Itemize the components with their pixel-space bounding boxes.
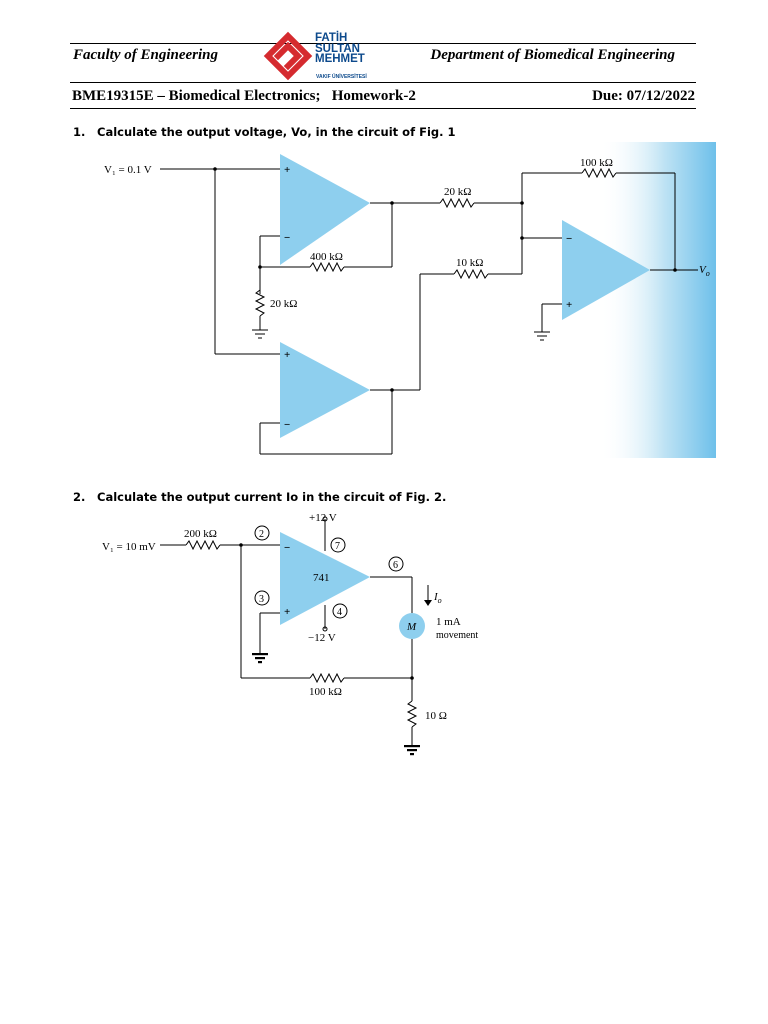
- header-middle-rule: [70, 82, 696, 83]
- op-amp-1-plus: +: [284, 164, 290, 176]
- university-logo: FATİH SULTAN MEHMET VAKIF ÜNİVERSİTESİ: [258, 30, 378, 82]
- op-amp-2-plus: +: [284, 349, 290, 361]
- logo-line-2: SULTAN: [315, 42, 360, 55]
- fig1-output-label: Vo: [699, 264, 710, 278]
- meter-movement: [399, 613, 425, 639]
- op-amp-3-minus: −: [566, 233, 572, 245]
- op-amp-3: [562, 220, 650, 320]
- fig1-r20-ground-label: 20 kΩ: [270, 298, 297, 310]
- meter-description: movement: [436, 630, 478, 641]
- fig2-input-voltage: V₁ = 10 mV: [102, 541, 156, 553]
- figure-2-circuit: − + 741 V₁ = 10 mV 200 kΩ +12 V −12 V 2 …: [102, 512, 478, 756]
- logo-line-1: FATİH: [315, 32, 348, 44]
- fig1-r100-label: 100 kΩ: [580, 157, 613, 169]
- logo-subtitle: VAKIF ÜNİVERSİTESİ: [316, 74, 367, 80]
- header-bottom-rule: [70, 108, 696, 109]
- op-amp-2-minus: −: [284, 419, 290, 431]
- fig2-r100-label: 100 kΩ: [309, 686, 342, 698]
- fig1-input-voltage: V₁ = 0.1 V: [104, 164, 152, 176]
- decorative-blue-panel: [600, 142, 716, 458]
- op-amp-2: [280, 342, 370, 438]
- op-amp-741-label: 741: [313, 572, 330, 584]
- meter-label: M: [406, 621, 417, 633]
- op-amp-1: [280, 154, 370, 265]
- header-top-rule: [70, 43, 696, 44]
- question-2-number: 2.: [73, 490, 86, 504]
- figure-1-circuit: + − + − − + V₁ = 0.1 V 400 kΩ 20 kΩ 20 k…: [104, 142, 716, 458]
- pin-6-label: 6: [393, 560, 398, 571]
- pin-2-label: 2: [259, 529, 264, 540]
- op-amp-741-minus: −: [284, 542, 290, 554]
- fig2-positive-supply: +12 V: [309, 512, 337, 524]
- logo-line-3: MEHMET: [315, 53, 365, 65]
- op-amp-741: [280, 532, 370, 625]
- op-amp-1-minus: −: [284, 232, 290, 244]
- pin-7-label: 7: [335, 541, 340, 552]
- course-title: BME19315E – Biomedical Electronics; Home…: [72, 88, 416, 104]
- question-2: 2. Calculate the output current Io in the…: [73, 490, 446, 504]
- question-2-text: Calculate the output current Io in the c…: [97, 490, 447, 504]
- faculty-name: Faculty of Engineering: [73, 47, 219, 63]
- output-current-label: Io: [433, 591, 442, 605]
- question-1-text: Calculate the output voltage, Vo, in the…: [97, 125, 456, 139]
- op-amp-741-plus: +: [284, 606, 290, 618]
- pin-3-label: 3: [259, 594, 264, 605]
- due-date: Due: 07/12/2022: [592, 88, 695, 104]
- university-emblem-icon: [263, 31, 313, 81]
- fig2-r200-label: 200 kΩ: [184, 528, 217, 540]
- question-1: 1. Calculate the output voltage, Vo, in t…: [73, 125, 456, 139]
- op-amp-3-plus: +: [566, 299, 572, 311]
- fig2-negative-supply: −12 V: [308, 632, 336, 644]
- fig1-r10-label: 10 kΩ: [456, 257, 483, 269]
- fig1-r400-label: 400 kΩ: [310, 251, 343, 263]
- pin-4-label: 4: [337, 607, 342, 618]
- fig1-r20-label: 20 kΩ: [444, 186, 471, 198]
- department-name: Department of Biomedical Engineering: [430, 47, 675, 63]
- meter-rating: 1 mA: [436, 616, 461, 628]
- fig2-r10-label: 10 Ω: [425, 710, 447, 722]
- question-1-number: 1.: [73, 125, 86, 139]
